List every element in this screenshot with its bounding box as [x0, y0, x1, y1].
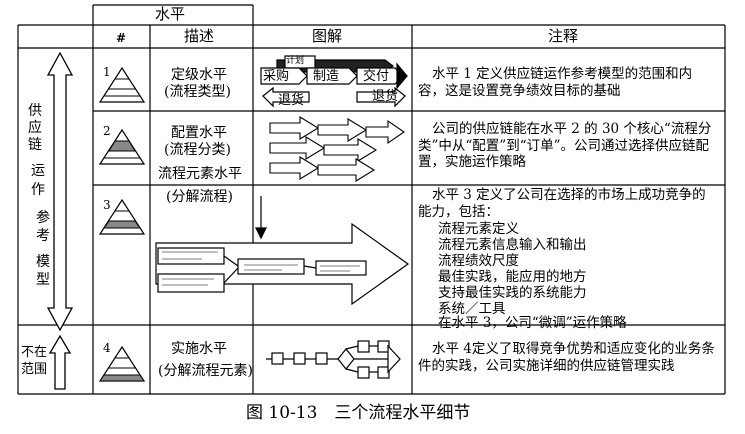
scope-label-char: 考	[36, 228, 50, 244]
make-label: 制造	[313, 69, 340, 84]
row-number: 1	[103, 65, 111, 79]
out-of-scope-label: 范围	[21, 362, 48, 377]
out-of-scope-label: 不在	[21, 345, 48, 360]
description-column-header: 描述	[184, 27, 215, 45]
level-3-note-item: 流程元素定义	[438, 221, 519, 237]
level-1-description: (流程类型)	[164, 84, 231, 100]
level-3-description: (分解流程)	[166, 189, 233, 205]
scope-double-arrow-icon	[46, 51, 74, 332]
row-number: 2	[103, 124, 111, 138]
level-3-note-item: 最佳实践，能应用的地方	[438, 269, 587, 285]
notes-column-header: 注释	[548, 27, 579, 45]
pyramid-icon	[98, 66, 146, 103]
level-1-process-diagram	[260, 55, 408, 108]
scope-label-char: 型	[36, 272, 50, 288]
level-3-process-element-diagram	[155, 196, 410, 306]
level-3-note-item: 流程绩效尺度	[438, 253, 519, 269]
level-3-description: 流程元素水平	[158, 166, 242, 182]
pyramid-icon	[98, 128, 146, 165]
level-2-description: (流程分类)	[164, 142, 231, 158]
level-1-description: 定级水平	[171, 67, 227, 83]
level-2-note: 公司的供应链能在水平 2 的 30 个核心“流程分类”中从“配置”到“订单”。公…	[418, 121, 712, 170]
row-number: 4	[103, 341, 111, 355]
scope-label-char: 链	[28, 137, 42, 153]
number-column-header: #	[116, 31, 127, 45]
diagram-column-header: 图解	[312, 27, 343, 45]
return-label: 退货	[372, 89, 399, 104]
level-2-description: 配置水平	[171, 125, 227, 141]
level-3-note-intro: 水平 3 定义了公司在选择的市场上成功竞争的能力，包括：	[418, 187, 706, 220]
level-4-description: (分解流程元素)	[158, 363, 253, 379]
level-3-note-item: 系统／工具	[438, 301, 506, 317]
level-2-configuration-diagram	[269, 116, 405, 182]
figure-caption: 图 10-13 三个流程水平细节	[246, 403, 471, 423]
plan-label: 计划	[286, 56, 305, 66]
source-label: 采购	[263, 69, 290, 84]
up-arrow-icon	[48, 334, 72, 390]
level-4-implementation-diagram	[266, 340, 401, 379]
level-1-note: 水平 1 定义供应链运作参考模型的范围和内容，这是设置竞争绩效目标的基础	[418, 66, 693, 99]
deliver-label: 交付	[363, 69, 390, 84]
level-4-note: 水平 4定义了取得竞争优势和适应变化的业务条件的实践，公司实施详细的供应链管理实…	[418, 341, 715, 374]
return-label: 退货	[278, 93, 305, 108]
scope-label-char: 应	[28, 120, 42, 136]
scope-label-char: 作	[31, 182, 45, 198]
level-group-header: 水平	[155, 5, 186, 23]
level-3-note-item: 在水平 3，公司“微调”运作策略	[438, 315, 627, 331]
level-4-description: 实施水平	[171, 341, 227, 357]
scope-label-char: 模	[36, 254, 50, 270]
pyramid-icon	[98, 198, 146, 235]
scope-label-char: 参	[36, 210, 50, 226]
row-number: 3	[103, 198, 111, 212]
pyramid-icon	[98, 345, 146, 382]
level-3-note-item: 流程元素信息输入和输出	[438, 237, 587, 253]
scope-label-char: 供	[28, 103, 42, 119]
scope-label-char: 运	[31, 163, 45, 179]
level-3-note-item: 支持最佳实践的系统能力	[438, 285, 587, 301]
